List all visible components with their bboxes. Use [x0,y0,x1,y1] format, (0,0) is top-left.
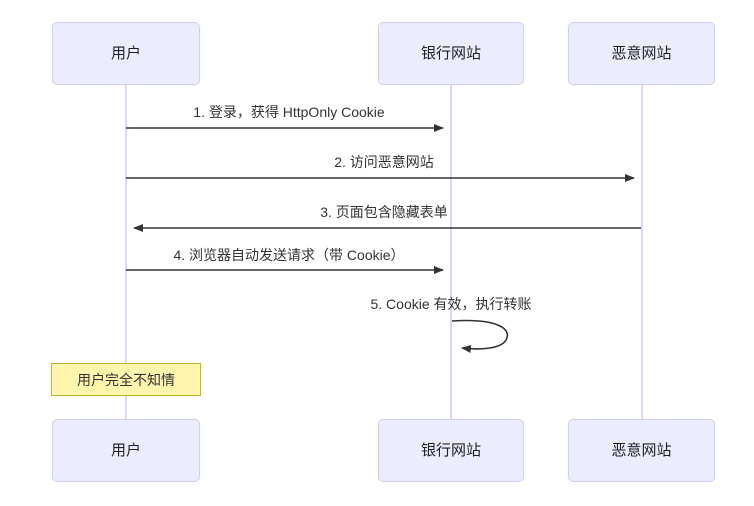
lifeline-user [125,85,127,419]
message-label-2: 2. 访问恶意网站 [334,154,434,170]
lifeline-bank [450,85,452,419]
participant-top-bank[interactable]: 银行网站 [378,22,524,85]
participant-bottom-evil[interactable]: 恶意网站 [568,419,715,482]
participant-label-user-bottom: 用户 [110,442,141,459]
note-user-unaware: 用户完全不知情 [51,363,201,396]
participant-bottom-user[interactable]: 用户 [52,419,200,482]
message-label-5: 5. Cookie 有效，执行转账 [370,296,532,312]
lifeline-evil [641,85,643,419]
message-label-3: 3. 页面包含隐藏表单 [320,204,448,220]
participant-label-user: 用户 [110,45,141,62]
participant-top-user[interactable]: 用户 [52,22,200,85]
participant-label-bank-bottom: 银行网站 [420,442,481,459]
message-label-1: 1. 登录，获得 HttpOnly Cookie [193,104,385,120]
participant-label-evil-bottom: 恶意网站 [611,442,672,459]
participant-top-evil[interactable]: 恶意网站 [568,22,715,85]
note-text: 用户完全不知情 [77,371,175,388]
participant-bottom-bank[interactable]: 银行网站 [378,419,524,482]
message-label-4: 4. 浏览器自动发送请求（带 Cookie） [173,247,405,263]
participant-label-evil: 恶意网站 [611,45,672,62]
message-arrow-5-self-loop [451,319,509,353]
participant-label-bank: 银行网站 [420,45,481,62]
